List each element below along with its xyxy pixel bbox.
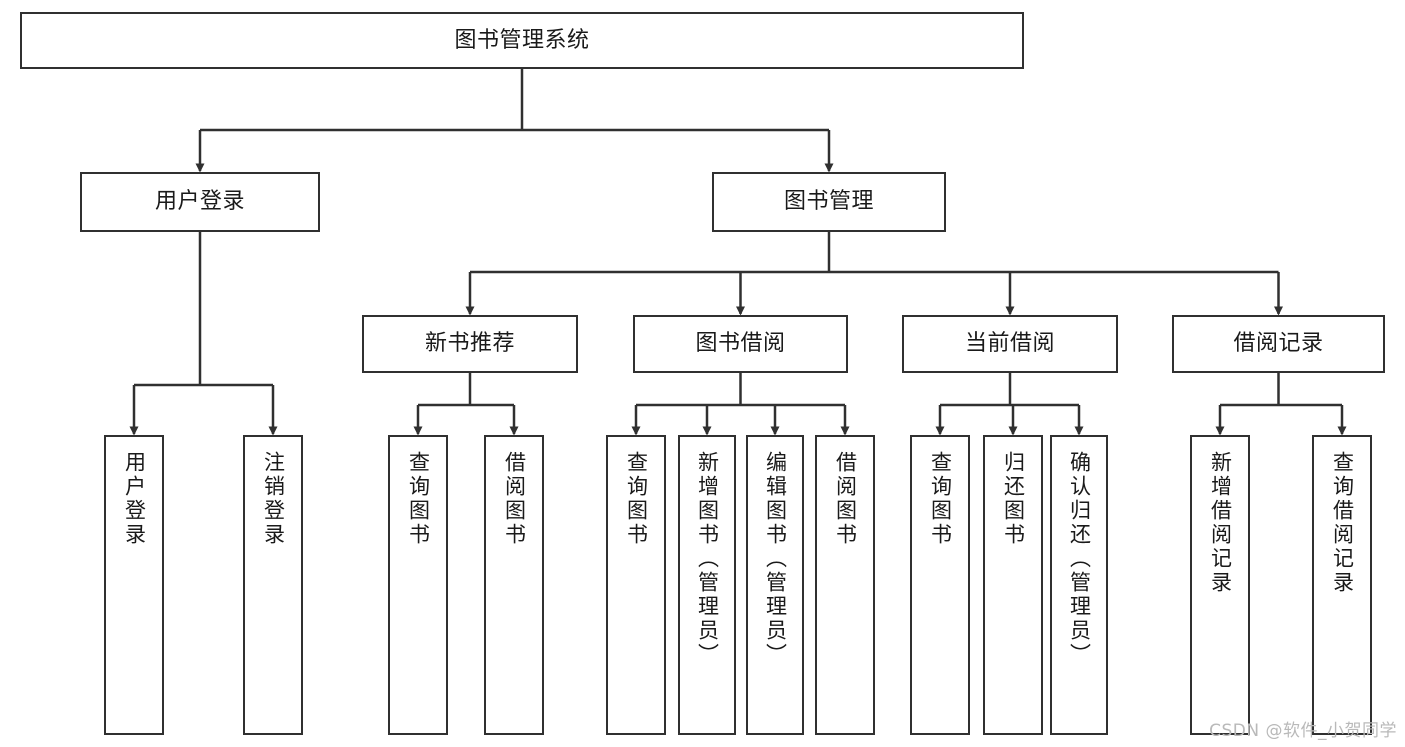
leaf-query-book-2[interactable]: 查询图书 bbox=[606, 435, 666, 735]
leaf-add-borrow-record[interactable]: 新增借阅记录 bbox=[1190, 435, 1250, 735]
node-user-login-label: 用户登录 bbox=[154, 189, 245, 215]
leaf-query-book-2-label: 查询图书 bbox=[624, 451, 649, 547]
leaf-add-book[interactable]: 新增图书（管理员） bbox=[678, 435, 736, 735]
leaf-borrow-book-2-label: 借阅图书 bbox=[833, 451, 858, 547]
leaf-add-book-label: 新增图书（管理员） bbox=[695, 451, 720, 667]
leaf-query-book-1-label: 查询图书 bbox=[406, 451, 431, 547]
node-new-book-recommend[interactable]: 新书推荐 bbox=[362, 315, 578, 373]
leaf-edit-book-label: 编辑图书（管理员） bbox=[763, 451, 788, 667]
leaf-confirm-return-label: 确认归还（管理员） bbox=[1067, 451, 1092, 667]
node-book-borrow[interactable]: 图书借阅 bbox=[633, 315, 848, 373]
leaf-borrow-book-1[interactable]: 借阅图书 bbox=[484, 435, 544, 735]
leaf-add-borrow-record-label: 新增借阅记录 bbox=[1208, 451, 1233, 595]
node-current-borrow[interactable]: 当前借阅 bbox=[902, 315, 1118, 373]
node-borrow-record[interactable]: 借阅记录 bbox=[1172, 315, 1385, 373]
leaf-query-book-1[interactable]: 查询图书 bbox=[388, 435, 448, 735]
leaf-borrow-book-1-label: 借阅图书 bbox=[502, 451, 527, 547]
leaf-query-book-3[interactable]: 查询图书 bbox=[910, 435, 970, 735]
leaf-query-borrow-record-label: 查询借阅记录 bbox=[1330, 451, 1355, 595]
leaf-logout[interactable]: 注销登录 bbox=[243, 435, 303, 735]
node-book-manage[interactable]: 图书管理 bbox=[712, 172, 946, 232]
node-book-borrow-label: 图书借阅 bbox=[695, 331, 786, 357]
leaf-logout-label: 注销登录 bbox=[261, 451, 286, 547]
leaf-return-book-label: 归还图书 bbox=[1001, 451, 1026, 547]
node-user-login[interactable]: 用户登录 bbox=[80, 172, 320, 232]
leaf-edit-book[interactable]: 编辑图书（管理员） bbox=[746, 435, 804, 735]
node-new-book-recommend-label: 新书推荐 bbox=[424, 331, 515, 357]
node-book-manage-label: 图书管理 bbox=[783, 189, 874, 215]
node-borrow-record-label: 借阅记录 bbox=[1233, 331, 1324, 357]
node-root-label: 图书管理系统 bbox=[454, 27, 590, 53]
leaf-borrow-book-2[interactable]: 借阅图书 bbox=[815, 435, 875, 735]
leaf-user-login[interactable]: 用户登录 bbox=[104, 435, 164, 735]
watermark: CSDN @软件_小贺同学 bbox=[1209, 721, 1397, 741]
node-current-borrow-label: 当前借阅 bbox=[964, 331, 1055, 357]
node-root[interactable]: 图书管理系统 bbox=[20, 12, 1024, 69]
leaf-return-book[interactable]: 归还图书 bbox=[983, 435, 1043, 735]
leaf-confirm-return[interactable]: 确认归还（管理员） bbox=[1050, 435, 1108, 735]
leaf-query-book-3-label: 查询图书 bbox=[928, 451, 953, 547]
leaf-user-login-label: 用户登录 bbox=[122, 451, 147, 547]
leaf-query-borrow-record[interactable]: 查询借阅记录 bbox=[1312, 435, 1372, 735]
